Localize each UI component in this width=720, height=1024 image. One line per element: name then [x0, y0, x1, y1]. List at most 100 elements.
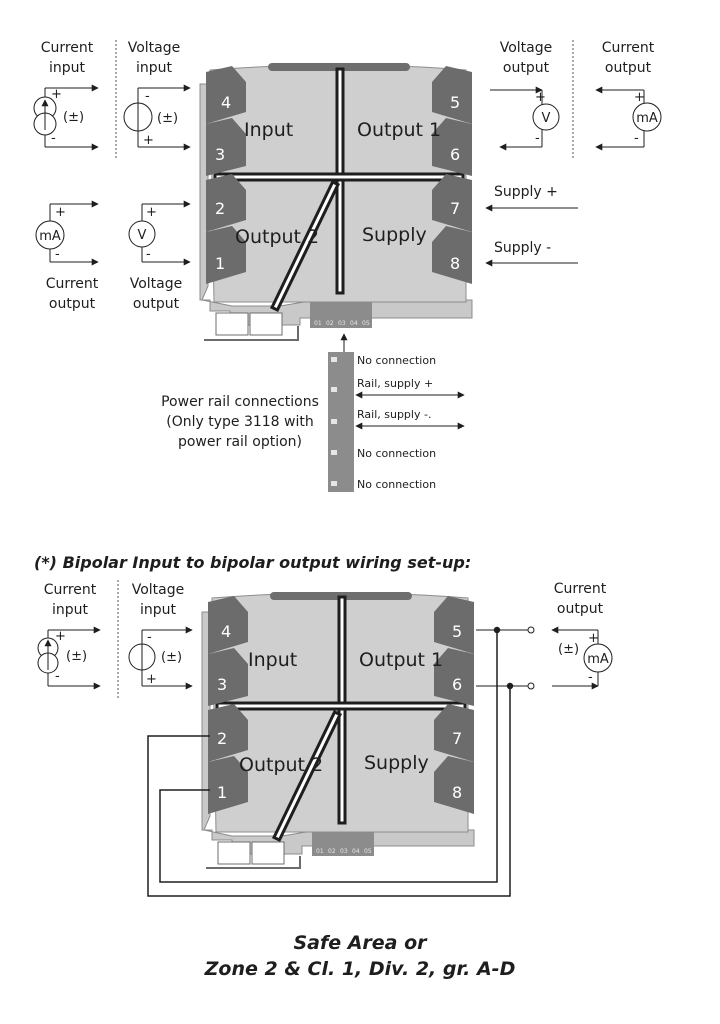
section-output2-b: Output 2 [239, 754, 323, 776]
terminal-3-b: 3 [217, 675, 227, 694]
rail-conn-3: Rail, supply -. [357, 408, 431, 421]
svg-text:-: - [535, 131, 540, 146]
ammeter-top-left: mA [39, 229, 61, 244]
voltage-input-top: Voltage input - + (±) [123, 40, 191, 151]
terminal-2: 2 [215, 199, 225, 218]
voltmeter-top-left: V [138, 228, 147, 243]
svg-text:-: - [51, 131, 56, 146]
terminal-5: 5 [450, 93, 460, 112]
label-current-output: Current [602, 40, 655, 56]
terminal-2-b: 2 [217, 729, 227, 748]
svg-text:+: + [146, 205, 157, 220]
svg-text:01: 01 [316, 848, 324, 855]
voltage-input-bottom: Voltage input - + (±) [128, 582, 193, 690]
current-output-top-left: mA + - Current output [35, 200, 99, 312]
current-input-top: Current input + - (±) [33, 40, 99, 151]
svg-text:Voltage: Voltage [132, 582, 185, 598]
svg-text:-: - [634, 131, 639, 146]
terminal-6-b: 6 [452, 675, 462, 694]
rail-conn-5: No connection [357, 478, 436, 491]
rail-conn-4: No connection [357, 447, 436, 460]
svg-text:(Only type 3118 with: (Only type 3118 with [166, 414, 314, 430]
section-supply-b: Supply [364, 752, 429, 774]
rail-connector [310, 302, 372, 328]
rail-pin-04: 04 [350, 320, 358, 327]
svg-text:input: input [140, 602, 177, 618]
device-top: 4 3 2 1 5 6 7 8 Input Output 1 Output 2 … [199, 63, 473, 341]
svg-text:(±): (±) [161, 650, 182, 665]
rail-title: Power rail connections [161, 394, 319, 410]
svg-text:-: - [588, 670, 593, 685]
section-supply: Supply [362, 224, 427, 246]
label-voltage-output: Voltage [500, 40, 553, 56]
svg-text:+: + [51, 87, 62, 102]
terminal-8: 8 [450, 254, 460, 273]
svg-text:power rail option): power rail option) [178, 434, 302, 450]
section-output1: Output 1 [357, 119, 441, 141]
svg-text:+: + [143, 133, 154, 148]
rail-pin-03: 03 [338, 320, 346, 327]
device-bottom: 4 3 2 1 5 6 7 8 Input Output 1 Output 2 … [201, 592, 475, 869]
footer-line-2: Zone 2 & Cl. 1, Div. 2, gr. A-D [204, 958, 516, 980]
terminal-8-b: 8 [452, 783, 462, 802]
svg-text:input: input [136, 60, 173, 76]
rail-pin-02: 02 [326, 320, 334, 327]
current-output-bottom: Current output mA + - (±) [476, 581, 613, 690]
svg-text:Current: Current [44, 582, 97, 598]
svg-text:input: input [52, 602, 89, 618]
label-voltage-input: Voltage [128, 40, 181, 56]
current-input-bottom: Current input + - (±) [37, 582, 101, 690]
terminal-3: 3 [215, 145, 225, 164]
svg-text:03: 03 [340, 848, 348, 855]
svg-text:output: output [503, 60, 550, 76]
section-input-b: Input [248, 649, 297, 671]
svg-text:(±): (±) [66, 649, 87, 664]
svg-text:output: output [557, 601, 604, 617]
bridge-wires [147, 626, 514, 897]
svg-text:(±): (±) [558, 642, 579, 657]
svg-text:-: - [55, 669, 60, 684]
terminal-6: 6 [450, 145, 460, 164]
label-current-output-left: Current [46, 276, 99, 292]
label-supply-minus: Supply - [494, 240, 551, 256]
footer-line-1: Safe Area or [293, 932, 428, 954]
svg-text:+: + [634, 90, 645, 105]
terminal-4-b: 4 [221, 622, 231, 641]
svg-text:-: - [146, 247, 151, 262]
terminal-5-b: 5 [452, 622, 462, 641]
svg-text:+: + [55, 629, 66, 644]
svg-text:(±): (±) [63, 110, 84, 125]
rail-pin-05: 05 [362, 320, 370, 327]
power-rail: No connection Rail, supply + Rail, suppl… [161, 333, 465, 492]
svg-text:+: + [535, 90, 546, 105]
section-output1-b: Output 1 [359, 649, 443, 671]
terminal-1-b: 1 [217, 783, 227, 802]
rail-conn-1: No connection [357, 354, 436, 367]
rail-conn-2: Rail, supply + [357, 377, 433, 390]
svg-text:+: + [146, 672, 157, 687]
svg-text:output: output [133, 296, 180, 312]
voltage-output-top-left: V + - Voltage output [128, 200, 191, 312]
svg-text:(±): (±) [157, 111, 178, 126]
label-current-input: Current [41, 40, 94, 56]
svg-text:02: 02 [328, 848, 336, 855]
rail-pin-01: 01 [314, 320, 322, 327]
svg-text:output: output [49, 296, 96, 312]
label-supply-plus: Supply + [494, 184, 558, 200]
section-input: Input [244, 119, 293, 141]
section-output2: Output 2 [235, 226, 319, 248]
svg-text:Current: Current [554, 581, 607, 597]
ammeter-top-right: mA [636, 111, 658, 126]
svg-text:+: + [55, 205, 66, 220]
terminal-7-b: 7 [452, 729, 462, 748]
terminal-4: 4 [221, 93, 231, 112]
current-output-top-right: Current output mA + - [595, 40, 662, 151]
svg-text:input: input [49, 60, 86, 76]
terminal-7: 7 [450, 199, 460, 218]
svg-text:-: - [147, 630, 152, 645]
bipolar-heading: (*) Bipolar Input to bipolar output wiri… [34, 553, 471, 572]
svg-text:-: - [145, 89, 150, 104]
svg-text:output: output [605, 60, 652, 76]
terminal-1: 1 [215, 254, 225, 273]
